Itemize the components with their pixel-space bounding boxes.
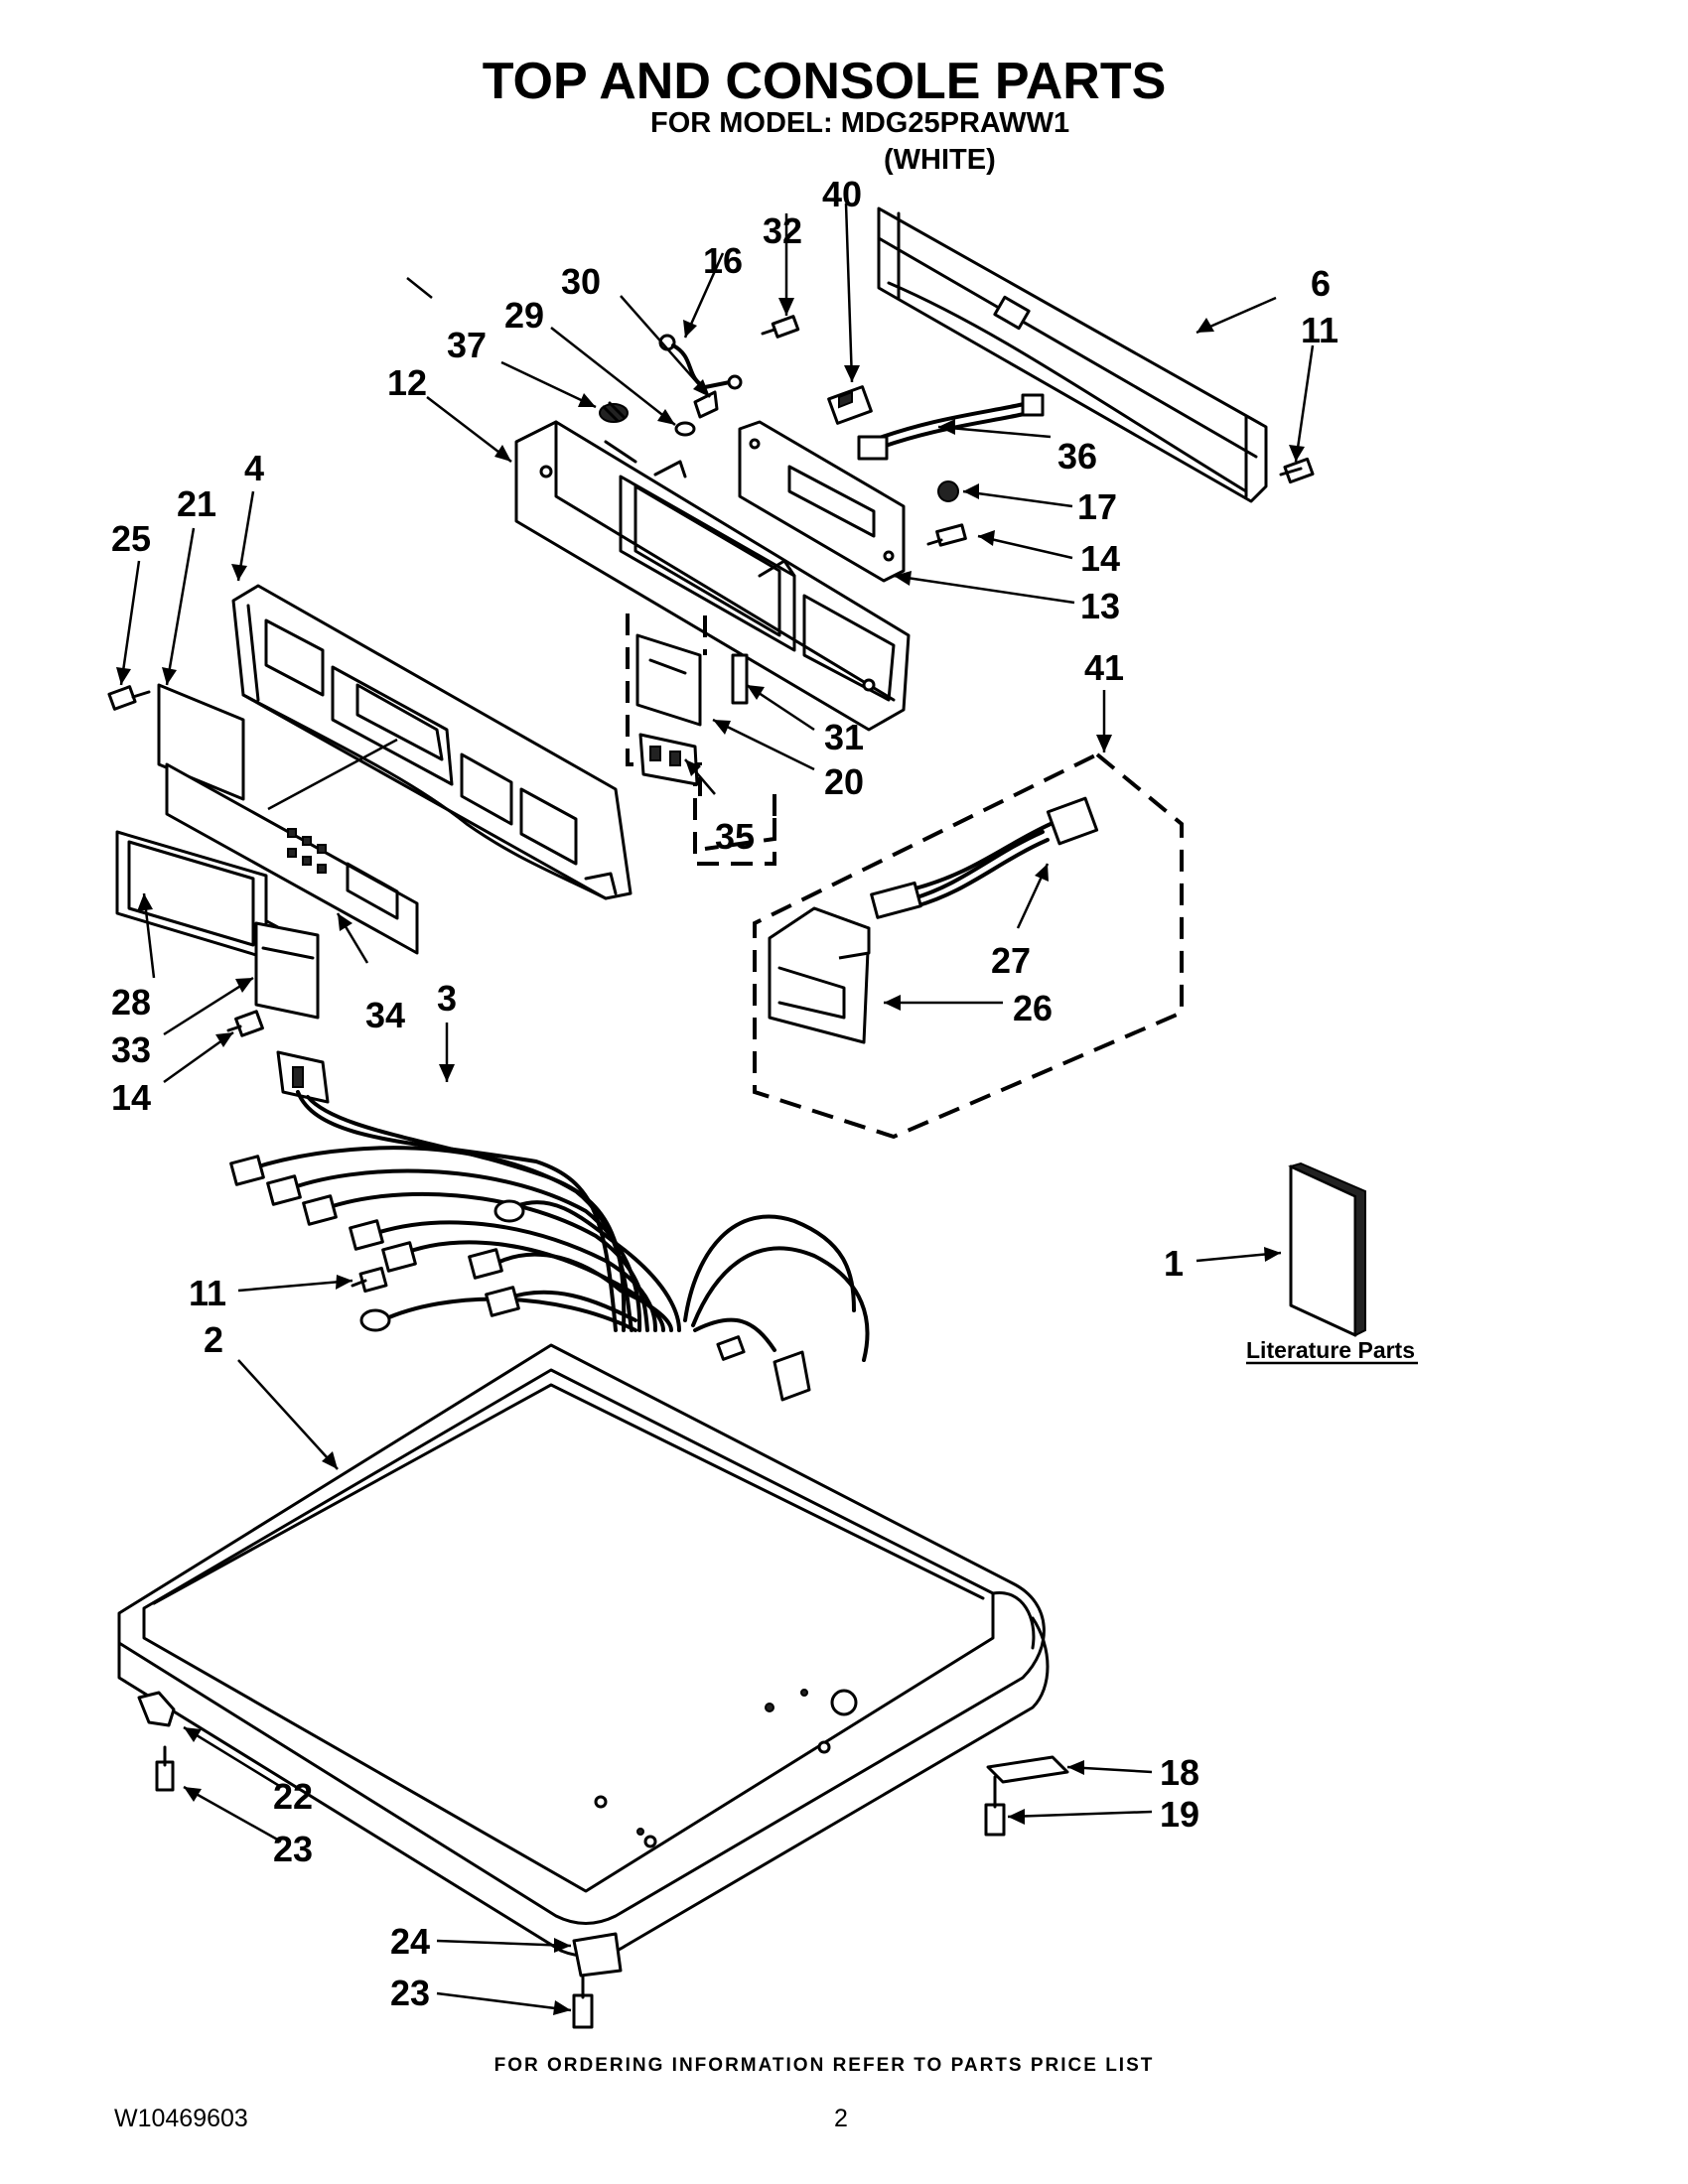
callout-17: 17 xyxy=(1077,486,1117,527)
callout-31: 31 xyxy=(824,717,864,757)
callout-numbers: 40 32 16 30 29 37 12 6 11 36 17 14 13 4 … xyxy=(111,174,1338,2013)
callout-23-bottom: 23 xyxy=(390,1973,430,2013)
part-27-harness xyxy=(870,796,1099,919)
callout-14-lower: 14 xyxy=(111,1077,151,1118)
callout-30: 30 xyxy=(561,261,601,302)
part-2-top-panel xyxy=(117,1343,1050,1958)
page-number: 2 xyxy=(834,2105,848,2132)
callout-20: 20 xyxy=(824,761,864,802)
part-14-screw-lower xyxy=(226,1010,264,1037)
callout-13: 13 xyxy=(1080,586,1120,626)
callout-11-lower: 11 xyxy=(189,1273,226,1313)
part-40-connector xyxy=(827,385,873,425)
terminal-connectors xyxy=(229,1155,811,1402)
color-line: (WHITE) xyxy=(884,144,996,176)
part-14-screw-top xyxy=(926,523,967,547)
callout-19: 19 xyxy=(1160,1794,1199,1835)
part-30-bracket xyxy=(693,390,719,419)
document-number: W10469603 xyxy=(114,2105,248,2132)
part-23-screw-bottom xyxy=(572,1974,594,2029)
callout-3: 3 xyxy=(437,978,457,1019)
callout-16: 16 xyxy=(703,240,743,281)
callout-18: 18 xyxy=(1160,1752,1199,1793)
callout-29: 29 xyxy=(504,295,544,336)
part-33-button xyxy=(254,921,320,1020)
part-31-switch xyxy=(731,653,749,705)
callout-1: 1 xyxy=(1164,1243,1184,1284)
callout-22: 22 xyxy=(273,1776,313,1817)
part-37-knob-spring xyxy=(599,401,629,423)
part-22-hinge-bracket xyxy=(137,1691,176,1727)
callout-36: 36 xyxy=(1057,436,1097,477)
part-3-wire-harness xyxy=(229,1050,870,1402)
part-24-bracket xyxy=(572,1932,623,1978)
callout-32: 32 xyxy=(763,210,802,251)
part-16-ground-wire xyxy=(658,334,743,390)
callout-4: 4 xyxy=(244,448,264,488)
part-32-screw xyxy=(761,315,800,339)
part-6-console-bracket xyxy=(877,206,1268,503)
leader-lines xyxy=(119,203,1315,2012)
callout-14-top: 14 xyxy=(1080,538,1120,579)
callout-37: 37 xyxy=(447,325,487,365)
callout-33: 33 xyxy=(111,1029,151,1070)
part-4-console-panel xyxy=(231,584,633,900)
callout-26: 26 xyxy=(1013,988,1053,1028)
callout-40: 40 xyxy=(822,174,862,214)
callout-12: 12 xyxy=(387,362,427,403)
part-11-screw-lower xyxy=(351,1266,388,1294)
callout-11-top: 11 xyxy=(1301,310,1338,350)
callout-28: 28 xyxy=(111,982,151,1023)
callout-6: 6 xyxy=(1311,263,1331,304)
part-29-washer xyxy=(674,421,696,437)
callout-27: 27 xyxy=(991,940,1031,981)
part-17-knob xyxy=(937,480,959,502)
callout-21: 21 xyxy=(177,483,216,524)
part-18-hinge-bracket xyxy=(986,1755,1069,1784)
part-26-dispenser xyxy=(768,906,871,1044)
model-line: FOR MODEL: MDG25PRAWW1 xyxy=(650,107,1070,139)
part-23-screw-left xyxy=(155,1745,175,1792)
callout-2: 2 xyxy=(204,1319,223,1360)
callout-25: 25 xyxy=(111,518,151,559)
part-11-screw-top xyxy=(1279,457,1315,484)
callout-34: 34 xyxy=(365,995,405,1035)
assembly-line-2 xyxy=(406,277,433,299)
part-20-35-kit-outline xyxy=(626,614,776,866)
part-12-console-frame xyxy=(514,420,911,732)
part-13-control-board xyxy=(738,420,906,583)
assembly-line xyxy=(267,738,398,811)
callout-41: 41 xyxy=(1084,647,1124,688)
part-25-screw xyxy=(107,685,151,711)
part-19-screw xyxy=(984,1775,1006,1837)
callout-24: 24 xyxy=(390,1921,430,1962)
literature-parts-label: Literature Parts xyxy=(1246,1337,1415,1363)
ordering-note: FOR ORDERING INFORMATION REFER TO PARTS … xyxy=(493,2055,1155,2076)
part-41-kit-outline xyxy=(753,751,1184,1140)
callout-35: 35 xyxy=(715,816,755,857)
page-title: TOP AND CONSOLE PARTS xyxy=(482,53,1167,110)
callout-23-left: 23 xyxy=(273,1829,313,1869)
part-1-literature xyxy=(1288,1161,1366,1337)
leader-arrowheads xyxy=(116,298,1305,2015)
part-36-harness xyxy=(857,393,1045,461)
